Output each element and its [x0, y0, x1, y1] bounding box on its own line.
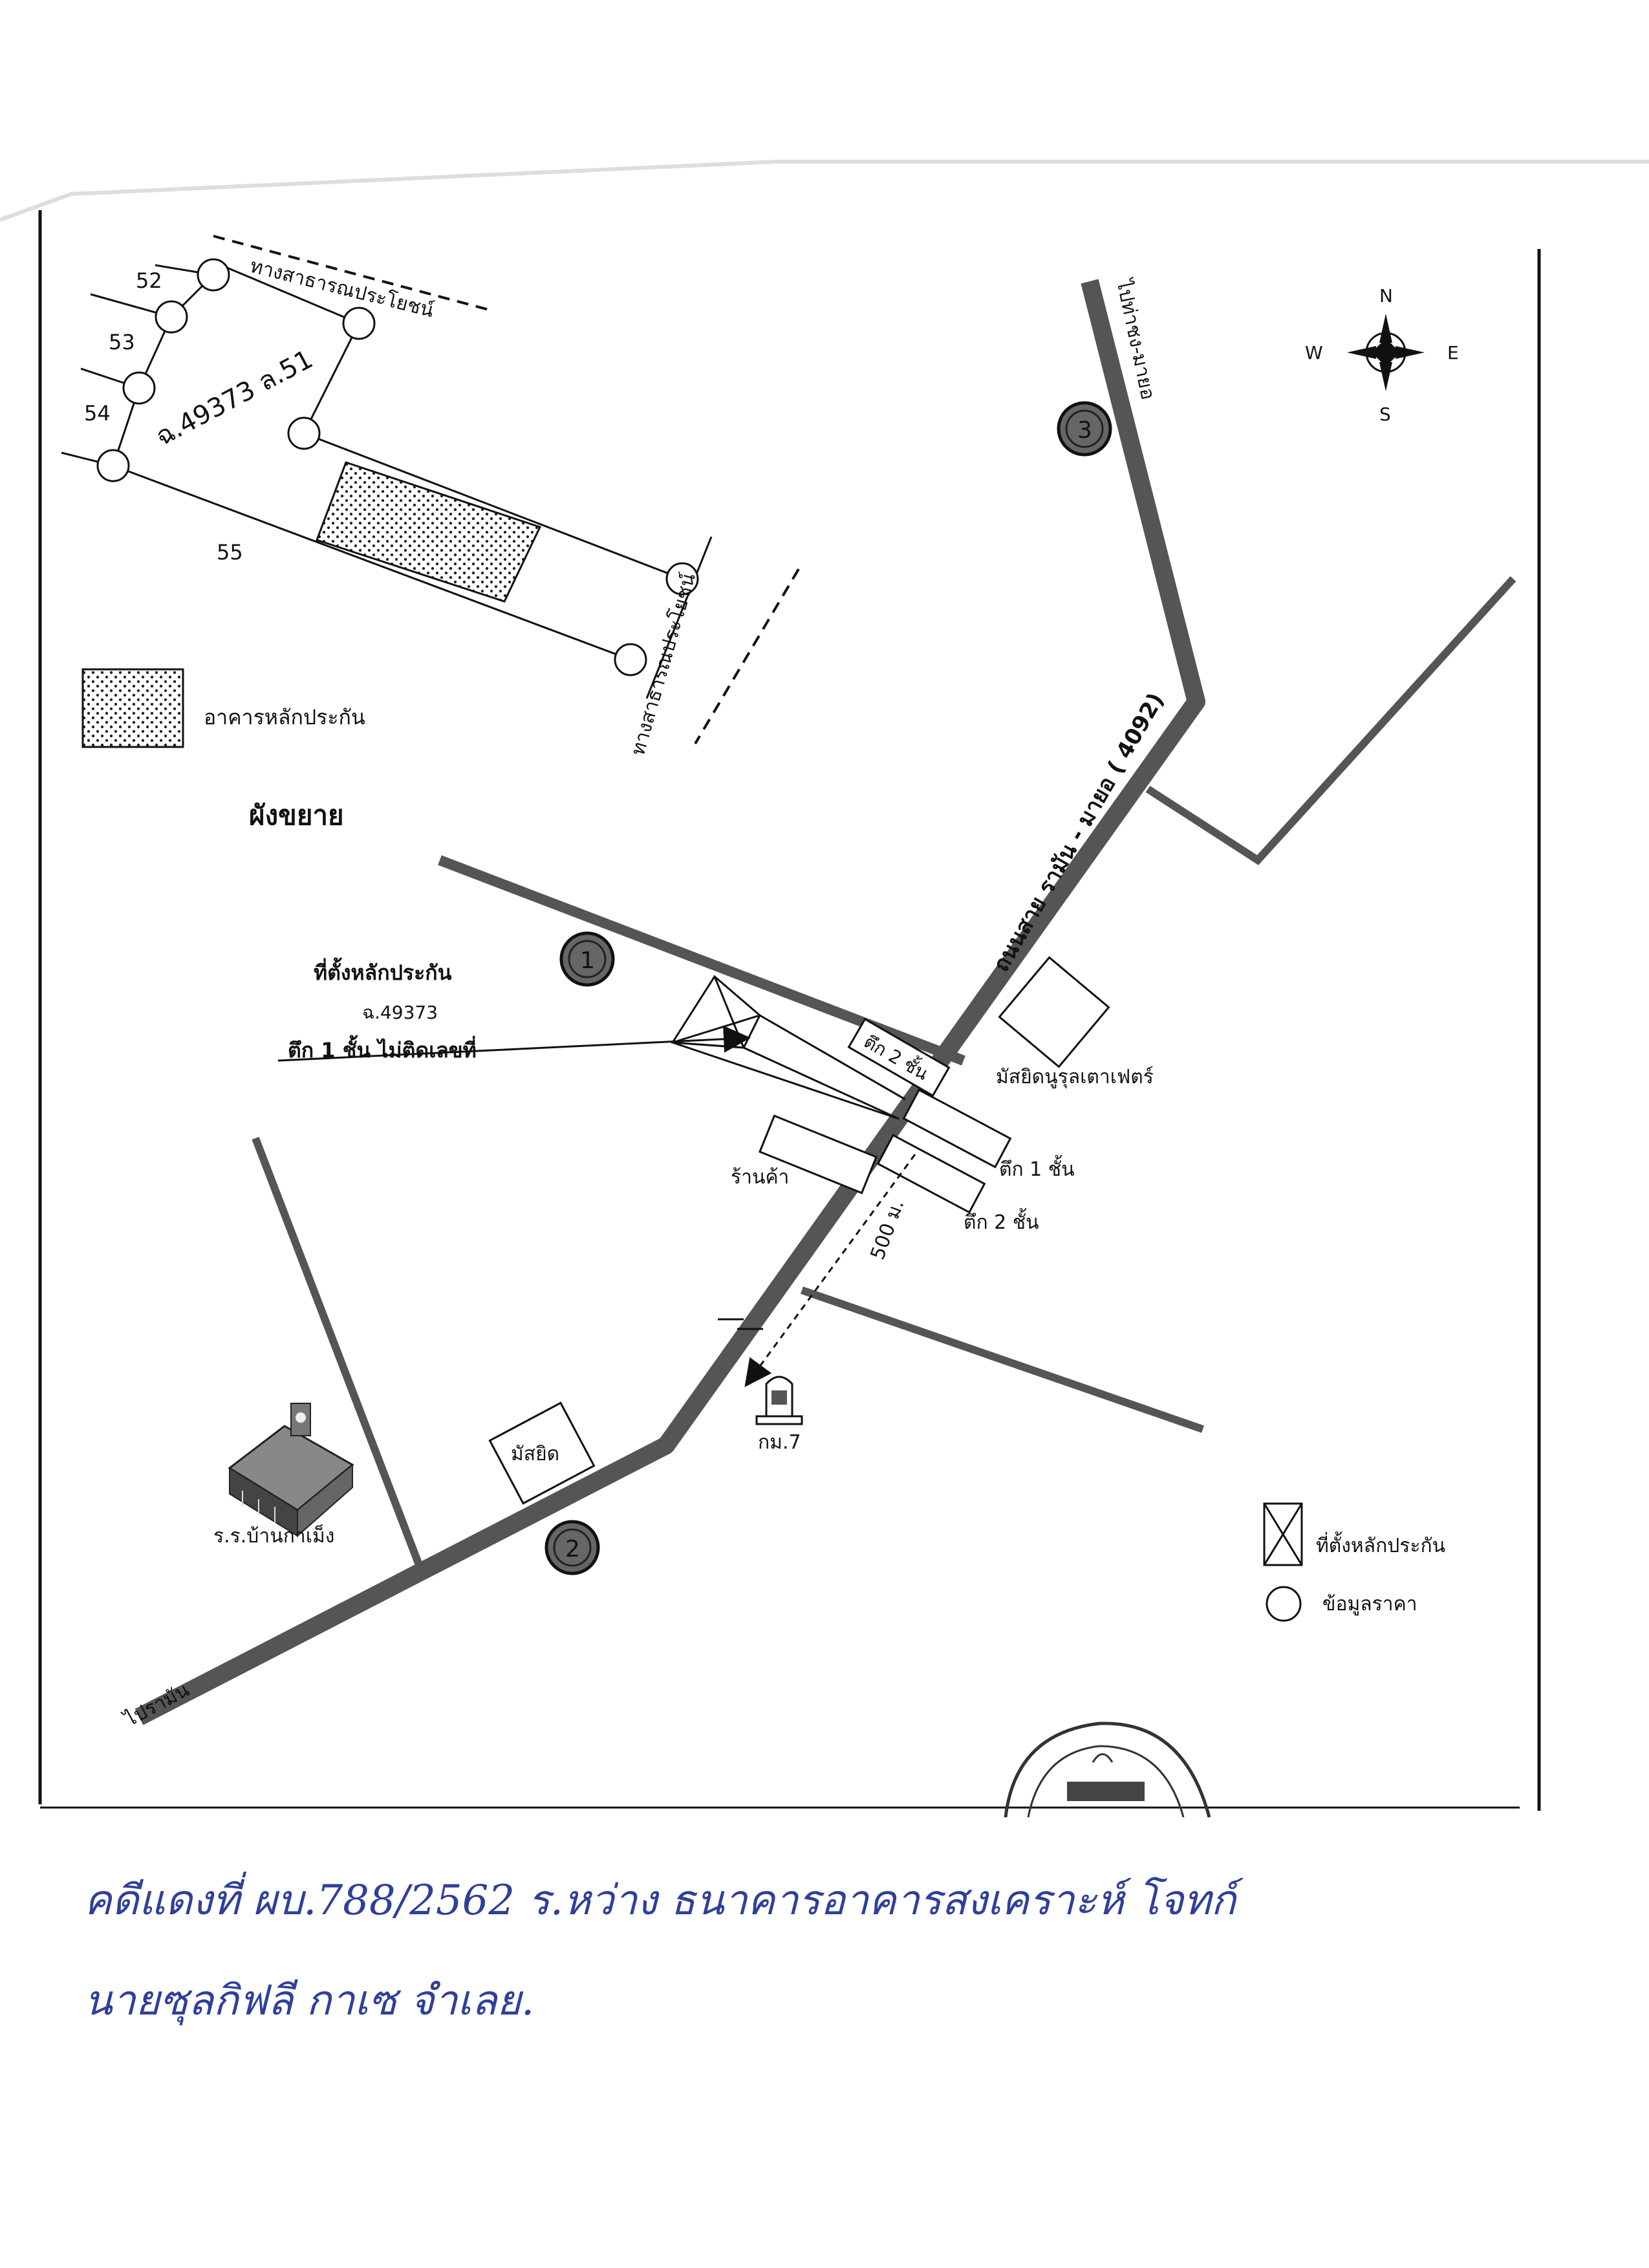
inset-point-6	[287, 416, 321, 450]
mosque-south-building	[488, 1401, 596, 1505]
marker-3-label: 3	[1077, 417, 1092, 444]
road-east-loop	[1145, 576, 1516, 865]
compass-s: S	[1379, 404, 1391, 425]
marker-3: 3	[1057, 401, 1112, 457]
building-2-floor-near: ตึก 2 ชั้น	[847, 1017, 951, 1097]
compass-center	[1372, 338, 1400, 367]
mosque-south-label: มัสยิด	[511, 1443, 559, 1465]
inset-point-8	[614, 643, 647, 676]
inset-collateral-building	[316, 461, 542, 603]
compass-n: N	[1379, 285, 1393, 307]
scan-fold-top	[0, 160, 1649, 222]
inset-point-4	[96, 449, 130, 482]
compass-ring	[1365, 332, 1406, 373]
inset-lot-53: 53	[109, 330, 135, 354]
official-stamp	[1004, 1722, 1211, 1818]
inset-road-top-dash	[213, 235, 492, 312]
mosque-north-label: มัสยิดนูรุลเตาเฟตร์	[996, 1066, 1154, 1089]
callout-line2: ฉ.49373	[362, 1002, 438, 1023]
legend-price-swatch	[1266, 1586, 1302, 1622]
km7-label: กม.7	[758, 1431, 801, 1454]
compass-rose: N S E W	[1305, 285, 1459, 425]
inset-lot-boundary-left	[112, 274, 215, 466]
marker-1-label: 1	[580, 947, 595, 974]
marker-2: 2	[544, 1520, 600, 1575]
legend-price-label: ข้อมูลราคา	[1322, 1593, 1417, 1615]
inset-lot-52: 52	[136, 268, 162, 293]
compass-north-icon	[1379, 314, 1392, 343]
marker-2-label: 2	[565, 1536, 580, 1562]
compass-south-icon	[1379, 362, 1392, 391]
building-1-floor	[902, 1088, 1012, 1169]
shop-building	[758, 1114, 878, 1194]
mosque-north-building	[998, 956, 1110, 1068]
school-label: ร.ร.บ้านกาเม็ง	[213, 1524, 334, 1548]
inset-lot-55: 55	[217, 540, 243, 565]
inset-point-5	[342, 307, 376, 340]
shop-label: ร้านค้า	[731, 1166, 789, 1189]
building-2-floor	[876, 1134, 986, 1214]
building-1-floor-label: ตึก 1 ชั้น	[999, 1155, 1075, 1181]
road-southeast-branch	[801, 1286, 1204, 1433]
compass-east-icon	[1396, 346, 1425, 359]
inset-road-right-line	[645, 536, 713, 699]
handwritten-line2: นายซุลกิฟลี กาเซ จำเลย.	[84, 1977, 534, 2025]
distance-line	[744, 1154, 916, 1387]
inset-lot-54: 54	[84, 401, 111, 426]
legend: ที่ตั้งหลักประกัน ข้อมูลราคา	[1263, 1502, 1445, 1622]
school-icon	[228, 1403, 354, 1538]
inset-road-top-line	[213, 261, 360, 325]
road-west-branch	[252, 1136, 424, 1570]
inset-legend-label: อาคารหลักประกัน	[204, 705, 365, 729]
expanded-map-title: ผังขยาย	[249, 799, 344, 831]
road-break-mark	[718, 1318, 763, 1330]
callout-arrow	[277, 1025, 751, 1062]
inset-point-3	[122, 371, 156, 405]
inset-parcel-top	[303, 432, 683, 580]
inset-point-7	[665, 562, 699, 596]
inset-point-1	[197, 258, 230, 292]
building-2-floor-label: ตึก 2 ชั้น	[964, 1208, 1039, 1234]
callout-line1: ที่ตั้งหลักประกัน	[314, 957, 452, 985]
handwritten-line1: คดีแดงที่ ผบ.788/2562 ร.หว่าง ธนาคารอาคา…	[84, 1872, 1244, 1925]
inset-parcel-side	[303, 323, 360, 434]
compass-w: W	[1305, 342, 1323, 363]
inset-lot-line-55b	[113, 464, 631, 661]
legend-collateral-label: ที่ตั้งหลักประกัน	[1316, 1531, 1445, 1557]
inset-road-right-dash	[694, 568, 800, 745]
inset-point-2	[155, 300, 188, 334]
compass-west-icon	[1347, 346, 1376, 359]
compass-e: E	[1447, 342, 1459, 363]
km7-marker-icon	[755, 1376, 803, 1425]
inset-legend-swatch	[81, 668, 184, 748]
marker-1: 1	[559, 931, 615, 987]
